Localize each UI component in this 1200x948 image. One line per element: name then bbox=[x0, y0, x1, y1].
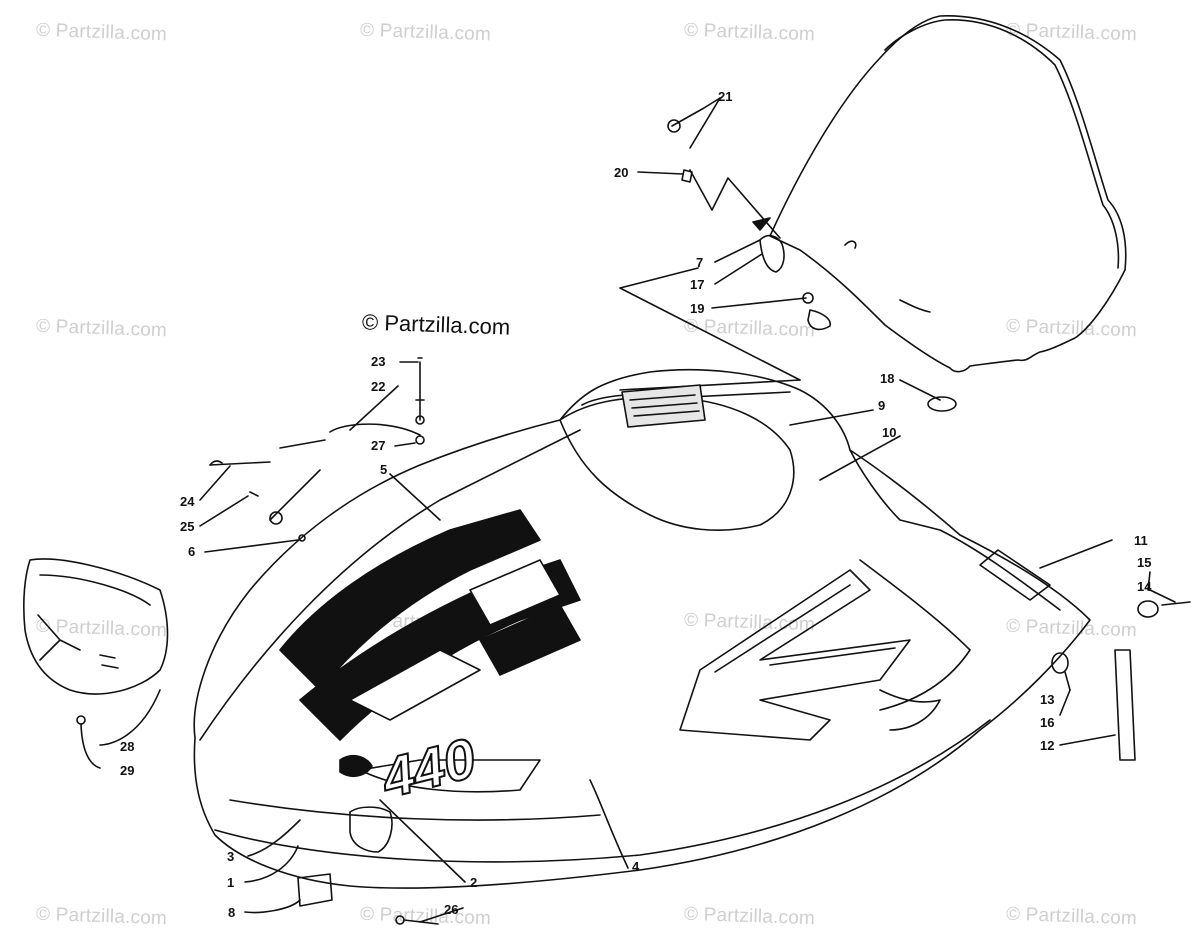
callout-16: 16 bbox=[1040, 715, 1055, 730]
callout-9: 9 bbox=[878, 398, 886, 413]
callout-15: 15 bbox=[1137, 555, 1152, 570]
callout-22: 22 bbox=[371, 379, 386, 394]
windshield bbox=[769, 15, 1127, 373]
callout-11: 11 bbox=[1134, 533, 1148, 548]
callout-24: 24 bbox=[180, 494, 195, 509]
callout-28: 28 bbox=[120, 739, 135, 754]
callout-7: 7 bbox=[696, 255, 704, 270]
callout-17: 17 bbox=[690, 277, 705, 292]
callout-29: 29 bbox=[120, 763, 135, 778]
callout-21: 21 bbox=[718, 89, 733, 104]
callout-26: 26 bbox=[444, 902, 459, 917]
callout-14: 14 bbox=[1137, 579, 1152, 594]
callout-10: 10 bbox=[882, 425, 897, 440]
callout-1: 1 bbox=[227, 875, 235, 890]
side-panel bbox=[23, 558, 169, 695]
callout-13: 13 bbox=[1040, 692, 1055, 707]
callout-3: 3 bbox=[227, 849, 235, 864]
callout-27: 27 bbox=[371, 438, 386, 453]
callout-23: 23 bbox=[371, 354, 386, 369]
callout-4: 4 bbox=[632, 859, 640, 874]
callout-25: 25 bbox=[180, 519, 195, 534]
hood-vent bbox=[279, 509, 541, 691]
callout-2: 2 bbox=[470, 875, 478, 890]
callout-6: 6 bbox=[188, 544, 196, 559]
callout-20: 20 bbox=[614, 165, 629, 180]
hood-440-decal: 440 bbox=[375, 726, 482, 810]
callout-12: 12 bbox=[1040, 738, 1055, 753]
callout-19: 19 bbox=[690, 301, 705, 316]
callout-5: 5 bbox=[380, 462, 388, 477]
hood-outline bbox=[193, 368, 1091, 889]
callout-8: 8 bbox=[228, 905, 236, 920]
z-decal bbox=[679, 569, 911, 741]
windshield-bracket bbox=[759, 234, 785, 273]
callout-18: 18 bbox=[880, 371, 895, 386]
